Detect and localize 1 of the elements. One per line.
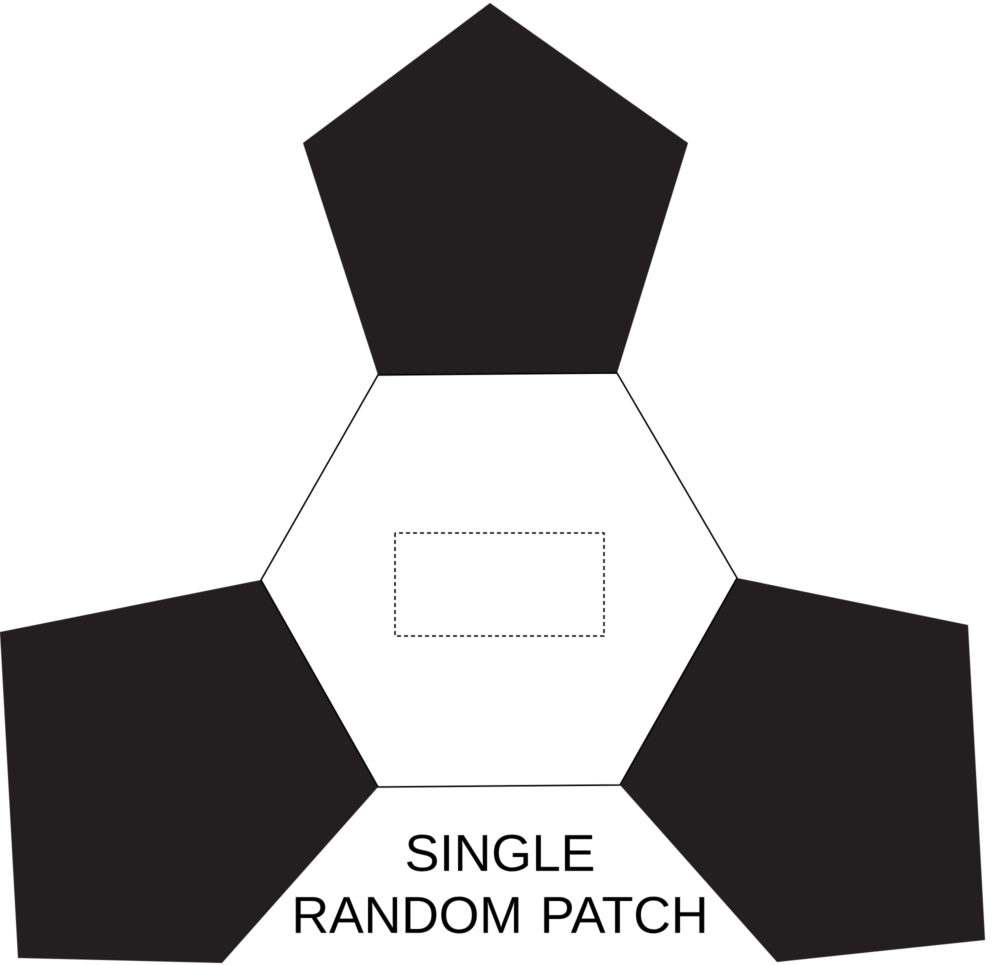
caption-text: SINGLE RANDOM PATCH [296, 834, 704, 934]
